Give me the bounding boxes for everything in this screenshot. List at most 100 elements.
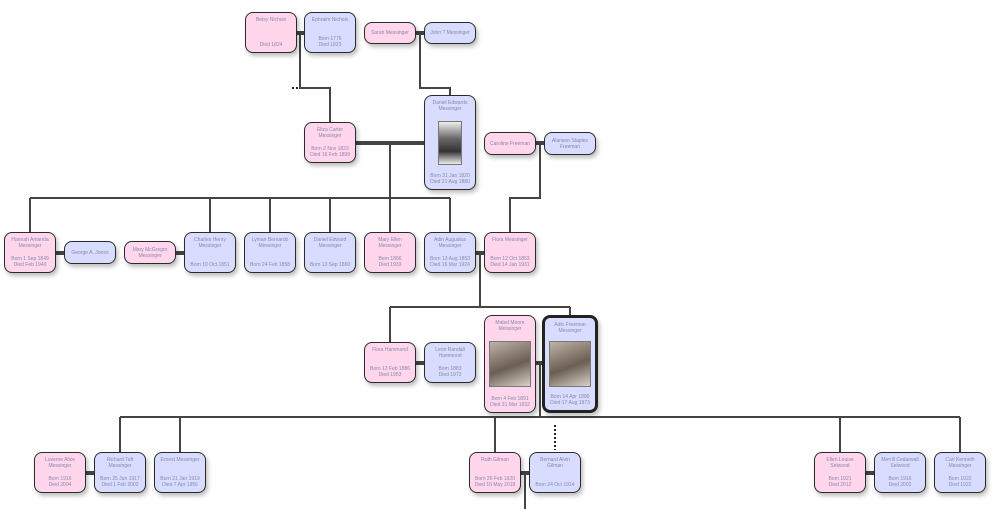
date-line: Died 1823 (318, 42, 342, 48)
person-name: Alanson Staples Freeman (551, 137, 589, 150)
date-line: Died 1 Feb 2002 (101, 482, 139, 488)
person-name: Mary McGregor Messinger (132, 246, 168, 259)
life-dates: Born 10 Oct 1851 (190, 262, 229, 268)
person-name: Ernest Messinger (160, 457, 200, 463)
person-name: Flora Hammond (372, 347, 408, 353)
date-line: Born 1883 (438, 366, 462, 372)
person-card-caroline[interactable]: Caroline Freeman (484, 132, 536, 155)
person-card-sarah[interactable]: Sarah Messinger (364, 22, 416, 44)
person-card-alanson[interactable]: Alanson Staples Freeman (544, 132, 596, 155)
person-name: Bernard Alvin Gilman (540, 457, 570, 469)
date-line: Born 4 Feb 1891 (491, 396, 529, 402)
life-dates: Died 1824 (260, 42, 283, 48)
person-name: John ? Messinger (430, 30, 470, 36)
date-line: Born 1922 (948, 476, 972, 482)
date-line: Died 1953 (378, 372, 402, 378)
person-name: Daniel Edward Messinger (313, 237, 347, 249)
date-line: Born 14 Apr 1890 (550, 394, 590, 400)
life-dates: Born 13 Sep 1860 (310, 262, 350, 268)
person-name: Lyman Bernardo Messinger (251, 237, 289, 249)
date-line: Died 2004 (48, 482, 72, 488)
date-line: Died 16 Feb 1899 (310, 152, 350, 158)
date-line: Died 1922 (948, 482, 972, 488)
date-line: Born 1776 (318, 36, 342, 42)
date-line: Died 2002 (888, 482, 912, 488)
person-name: Adin Freeman Messinger (554, 322, 586, 334)
person-name: George A. Jones (71, 249, 109, 256)
date-line: Died 31 Mar 1932 (490, 402, 530, 408)
date-line: Born 21 Jan 1919 (160, 476, 200, 482)
date-line: Born 1921 (828, 476, 852, 482)
date-line: Died 1933 (378, 262, 402, 268)
portrait-photo (438, 120, 462, 165)
date-line: Died 1824 (259, 42, 283, 48)
date-line: Born 13 Aug 1853 (429, 256, 471, 262)
date-line: Died 7 Apr 1956 (162, 482, 198, 488)
person-name: Merrill Cedarwall Selwood (881, 457, 919, 469)
date-line: Died 16 May 2018 (474, 482, 516, 488)
date-line: Born 13 Sep 1860 (309, 262, 351, 268)
person-name: Daniel Edwards Messinger (432, 100, 468, 112)
person-name: Richard Taft Messinger (106, 457, 134, 469)
person-name: Betsy Nichols (255, 17, 287, 23)
date-line: Died Feb 1940 (13, 262, 47, 268)
person-name: Caroline Freeman (489, 140, 531, 147)
date-line: Died 2012 (828, 482, 852, 488)
date-line: Died 16 Mar 1924 (430, 262, 470, 268)
life-dates: Born 24 Feb 1858 (250, 262, 290, 268)
date-line: Born 25 Jun 1917 (100, 476, 140, 482)
person-name: Charles Henry Messinger (194, 237, 226, 249)
portrait-photo (549, 341, 591, 387)
person-name: Eliza Carter Messinger (316, 127, 344, 139)
date-line: Died 1972 (438, 372, 462, 378)
date-line: Born 2 Nov 1823 (311, 146, 349, 152)
life-dates: Born 24 Oct 1914 (535, 482, 574, 488)
person-name: Ellen Louise Selwood (826, 457, 854, 469)
date-line: Born 24 Oct 1914 (535, 482, 575, 488)
person-name: Carl Kenneth Messinger (945, 457, 975, 469)
date-line: Born 1 Sep 1849 (11, 256, 49, 262)
person-card-marymc[interactable]: Mary McGregor Messinger (124, 241, 176, 264)
person-card-john[interactable]: John ? Messinger (424, 22, 476, 44)
person-card-george[interactable]: George A. Jones (64, 241, 116, 264)
person-name: Flora Messinger (492, 237, 528, 243)
